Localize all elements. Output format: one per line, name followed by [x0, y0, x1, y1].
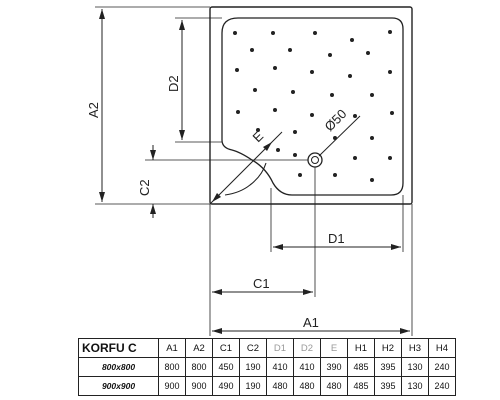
e-arrow-low	[212, 193, 221, 202]
table-cell: 485	[347, 357, 375, 377]
col-header-h3: H3	[401, 338, 429, 358]
c2-arrow-bottom	[150, 204, 156, 214]
col-header-h4: H4	[428, 338, 456, 358]
table-cell: 390	[320, 357, 348, 377]
basin-outline	[221, 17, 404, 196]
a1-label: A1	[303, 315, 319, 330]
col-header-c1: C1	[212, 338, 240, 358]
table-cell: 395	[374, 357, 402, 377]
d2-arrow-top	[179, 20, 185, 30]
table-cell: 480	[293, 376, 321, 396]
table-cell: 485	[347, 376, 375, 396]
d1-label: D1	[328, 231, 345, 246]
col-header-d1: D1	[266, 338, 294, 358]
table-cell: 450	[212, 357, 240, 377]
col-header-e: E	[320, 338, 348, 358]
basin-corner-inner	[224, 162, 267, 196]
spec-table-header: KORFU C A1 A2 C1 C2 D1 D2 E H1 H2 H3 H4	[78, 338, 456, 358]
c1-arrow-right	[303, 289, 313, 295]
product-name: KORFU C	[78, 338, 159, 358]
spec-table: KORFU C A1 A2 C1 C2 D1 D2 E H1 H2 H3 H4 …	[78, 338, 456, 396]
table-cell: 410	[293, 357, 321, 377]
table-cell: 490	[212, 376, 240, 396]
table-cell: 395	[374, 376, 402, 396]
table-cell: 900	[185, 376, 213, 396]
tray-outline	[209, 6, 413, 205]
d1-arrow-right	[391, 244, 401, 250]
table-cell: 480	[320, 376, 348, 396]
c2-label: C2	[137, 179, 152, 196]
d1-arrow-left	[273, 244, 283, 250]
c1-arrow-left	[212, 289, 222, 295]
row-size: 800x800	[78, 357, 159, 377]
table-row: 900x900 900 900 490 190 480 480 480 485 …	[78, 376, 456, 396]
col-header-h2: H2	[374, 338, 402, 358]
table-cell: 190	[239, 376, 267, 396]
a2-arrow-top	[99, 9, 105, 19]
a1-arrow-left	[212, 328, 222, 334]
anti-slip-dots	[233, 30, 394, 182]
table-cell: 410	[266, 357, 294, 377]
a2-arrow-bottom	[99, 192, 105, 202]
table-cell: 900	[158, 376, 186, 396]
table-cell: 130	[401, 376, 429, 396]
table-cell: 190	[239, 357, 267, 377]
d2-label: D2	[166, 75, 181, 92]
a2-label: A2	[86, 102, 101, 118]
table-cell: 800	[185, 357, 213, 377]
e-arrow-high	[263, 142, 272, 151]
col-header-a1: A1	[158, 338, 186, 358]
table-row: 800x800 800 800 450 190 410 410 390 485 …	[78, 357, 456, 377]
table-cell: 480	[266, 376, 294, 396]
drain-leader	[318, 115, 361, 157]
table-cell: 240	[428, 376, 456, 396]
drain-inner	[311, 156, 319, 164]
table-cell: 130	[401, 357, 429, 377]
c1-label: C1	[253, 276, 270, 291]
table-cell: 800	[158, 357, 186, 377]
col-header-a2: A2	[185, 338, 213, 358]
a1-arrow-right	[400, 328, 410, 334]
col-header-c2: C2	[239, 338, 267, 358]
row-size: 900x900	[78, 376, 159, 396]
table-cell: 240	[428, 357, 456, 377]
c2-arrow-top	[150, 150, 156, 160]
col-header-h1: H1	[347, 338, 375, 358]
col-header-d2: D2	[293, 338, 321, 358]
d2-arrow-bottom	[179, 130, 185, 140]
